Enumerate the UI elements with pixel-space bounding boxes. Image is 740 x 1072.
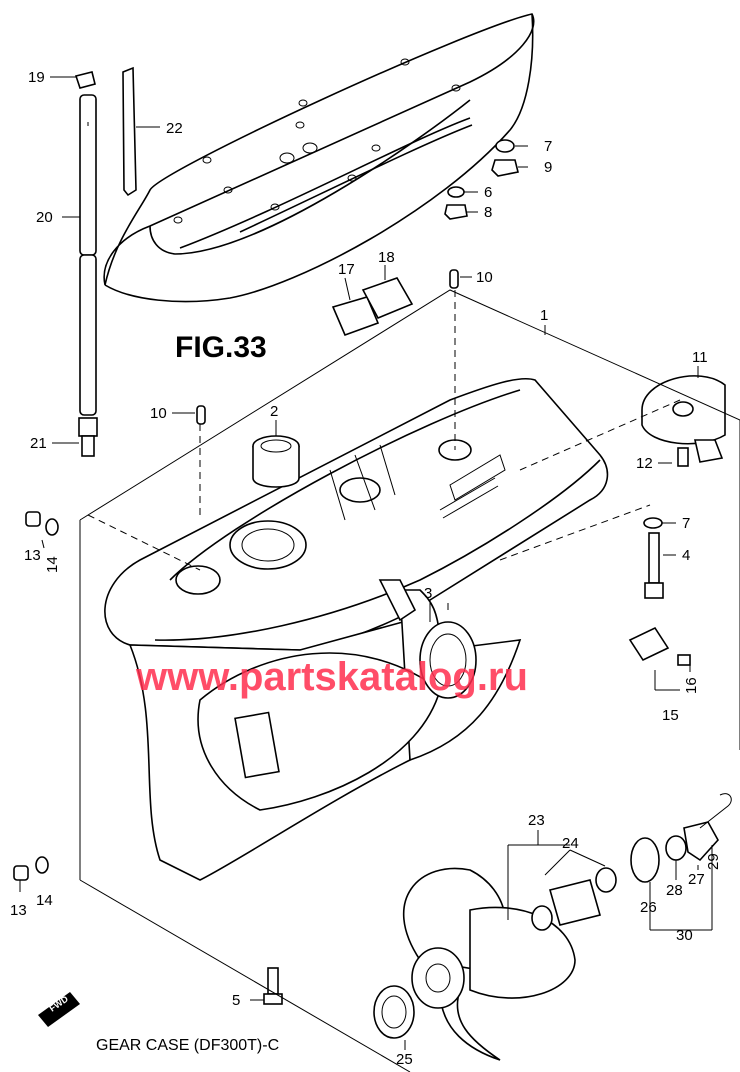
callout-7-top: 7 bbox=[544, 138, 552, 155]
watermark-text: www.partskatalog.ru bbox=[135, 655, 528, 699]
callout-numbers: 19 22 20 21 10 2 17 18 10 7 9 6 8 1 11 1… bbox=[10, 69, 722, 1068]
bolt-part-5 bbox=[263, 967, 283, 1005]
pin-part-10-left bbox=[196, 405, 206, 425]
thrust-bushing-part-24 bbox=[531, 867, 617, 931]
bushing-part-2 bbox=[252, 435, 300, 488]
callout-9: 9 bbox=[544, 159, 552, 176]
callout-27: 27 bbox=[688, 871, 705, 888]
callout-15: 15 bbox=[662, 707, 679, 724]
callout-14-bottom: 14 bbox=[36, 892, 53, 909]
spacer-part-25 bbox=[373, 985, 415, 1039]
callout-10-top: 10 bbox=[476, 269, 493, 286]
anti-cavitation-plate bbox=[103, 13, 535, 303]
callout-28: 28 bbox=[666, 882, 683, 899]
oil-seal-part-3 bbox=[419, 621, 477, 699]
propeller-part-23 bbox=[402, 867, 576, 1061]
callout-29: 29 bbox=[705, 853, 722, 870]
washer-nut-26-29 bbox=[630, 793, 732, 883]
callout-18: 18 bbox=[378, 249, 395, 266]
callout-22: 22 bbox=[166, 120, 183, 137]
callout-14-top: 14 bbox=[44, 556, 61, 573]
callout-12: 12 bbox=[636, 455, 653, 472]
callout-11: 11 bbox=[692, 349, 708, 366]
drain-plugs bbox=[13, 511, 59, 881]
bolt-part-4 bbox=[643, 517, 664, 599]
callout-25: 25 bbox=[396, 1051, 413, 1068]
callout-24: 24 bbox=[562, 835, 579, 852]
callout-13-top: 13 bbox=[24, 547, 41, 564]
anode-part-11 bbox=[641, 375, 726, 463]
callout-6: 6 bbox=[484, 184, 492, 201]
callout-3: 3 bbox=[424, 585, 432, 602]
callout-8: 8 bbox=[484, 204, 492, 221]
diagram-caption: GEAR CASE (DF300T)-C bbox=[96, 1037, 279, 1054]
assembly-frame bbox=[79, 289, 740, 1072]
plates-17-18 bbox=[331, 277, 414, 337]
callout-17: 17 bbox=[338, 261, 355, 278]
pin-part-10-top bbox=[449, 269, 459, 289]
callout-19: 19 bbox=[28, 69, 45, 86]
callout-21: 21 bbox=[30, 435, 47, 452]
callout-20: 20 bbox=[36, 209, 53, 226]
callout-26: 26 bbox=[640, 899, 657, 916]
figure-title: FIG.33 bbox=[175, 331, 267, 364]
gear-case-body bbox=[104, 377, 609, 881]
water-tube-assembly bbox=[74, 66, 137, 457]
callout-10-left: 10 bbox=[150, 405, 167, 422]
callout-23: 23 bbox=[528, 812, 545, 829]
callout-13-bottom: 13 bbox=[10, 902, 27, 919]
bolt-part-12 bbox=[677, 447, 689, 467]
upper-fasteners bbox=[444, 139, 519, 220]
callout-5: 5 bbox=[232, 992, 240, 1009]
callout-7-right: 7 bbox=[682, 515, 690, 532]
leader-lines bbox=[19, 76, 713, 1050]
fwd-direction-badge: FWD bbox=[38, 992, 80, 1027]
callout-16: 16 bbox=[683, 677, 700, 694]
callout-4: 4 bbox=[682, 547, 690, 564]
callout-1: 1 bbox=[540, 307, 548, 324]
callout-30: 30 bbox=[676, 927, 693, 944]
trim-tab-fastener-15-16 bbox=[628, 626, 691, 666]
callout-2: 2 bbox=[270, 403, 278, 420]
